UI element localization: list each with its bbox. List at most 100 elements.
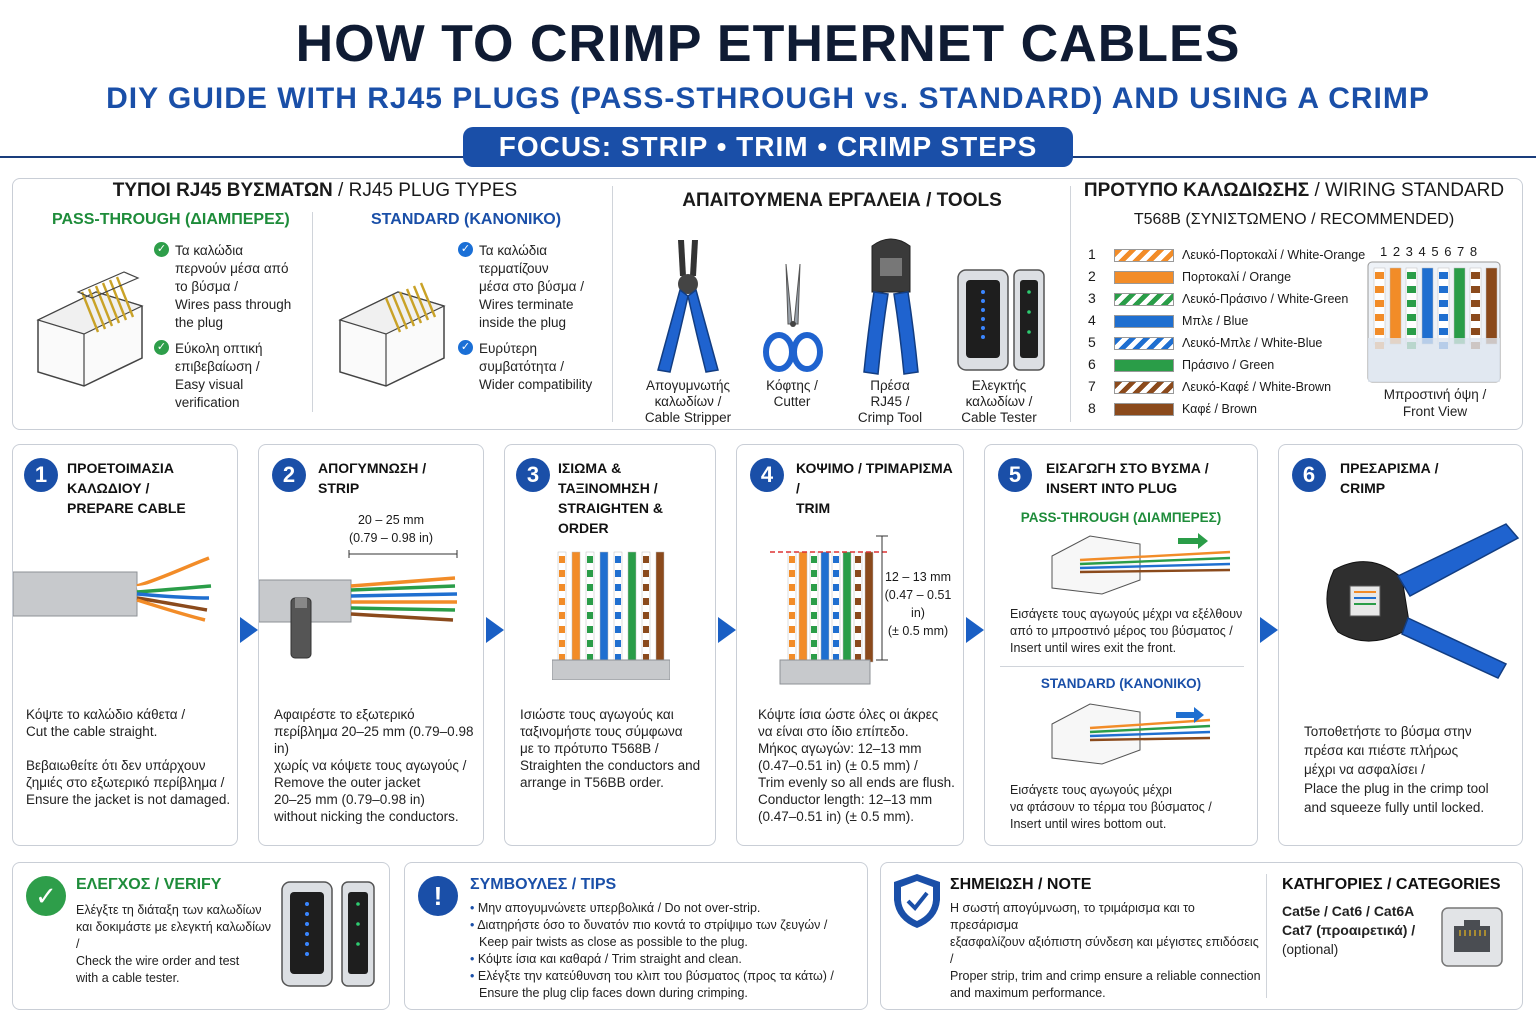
ordered-wire-stripe xyxy=(587,626,593,633)
trim-wire xyxy=(820,551,830,663)
trim-wire-stripe xyxy=(811,556,817,563)
trim-wire-stripe xyxy=(833,612,839,619)
front-view-wire-stripe xyxy=(1407,272,1416,279)
wire-pin-number: 1 xyxy=(1088,246,1096,262)
verify-title: ΕΛΕΓΧΟΣ / VERIFY xyxy=(76,876,222,893)
step-title: ΠΡΕΣΑΡΙΣΜΑ /CRIMP xyxy=(1340,460,1439,496)
trim-wire-stripe xyxy=(855,598,861,605)
ordered-wire-stripe xyxy=(615,584,621,591)
shield-icon xyxy=(894,874,940,928)
front-view-wire-stripe xyxy=(1439,328,1448,335)
standard-points: ✓Τα καλώδια τερματίζουν μέσα στο βύσμα /… xyxy=(458,242,608,394)
pass-through-label: PASS-THROUGH (ΔΙΑΜΠΕΡΕΣ) xyxy=(1020,510,1222,525)
trim-wire-stripe xyxy=(789,626,795,633)
front-view-wire xyxy=(1485,267,1498,345)
cutter-icon xyxy=(763,263,823,372)
trim-wire-stripe xyxy=(833,584,839,591)
trim-wire-stripe xyxy=(811,654,817,661)
wire-color-swatch xyxy=(1114,293,1174,307)
ordered-wire xyxy=(599,551,609,663)
trim-wire-stripe xyxy=(833,654,839,661)
ordered-wire-stripe xyxy=(643,640,649,647)
trim-wire-stripe xyxy=(811,570,817,577)
front-view-wire-stripe xyxy=(1375,328,1384,335)
standard-label: STANDARD (ΚΑΝΟΝΙΚΟ) xyxy=(1040,676,1202,691)
trim-wire xyxy=(798,551,808,663)
trim-wire-stripe xyxy=(855,570,861,577)
ordered-wire xyxy=(627,551,637,663)
categories-title: ΚΑΤΗΓΟΡΙΕΣ / CATEGORIES xyxy=(1282,876,1501,893)
trim-wire-stripe xyxy=(811,612,817,619)
tips-list: • Μην απογυμνώνετε υπερβολικά / Do not o… xyxy=(470,901,834,1000)
trim-wire-stripe xyxy=(833,556,839,563)
trim-wire-stripe xyxy=(811,626,817,633)
tools-title: ΑΠΑΙΤΟΥΜΕΝΑ ΕΡΓΑΛΕΙΑ / TOOLS xyxy=(682,190,1002,211)
ordered-wire-stripe xyxy=(615,654,621,661)
ordered-wire-stripe xyxy=(643,598,649,605)
trim-wire-stripe xyxy=(789,570,795,577)
ordered-wire-stripe xyxy=(643,654,649,661)
front-view-wire xyxy=(1421,267,1434,345)
ordered-wire-stripe xyxy=(559,612,565,619)
note-panel xyxy=(880,862,1523,1010)
tips-title: ΣΥΜΒΟΥΛΕΣ / TIPS xyxy=(470,876,617,893)
page-title: HOW TO CRIMP ETHERNET CABLES xyxy=(295,15,1241,73)
step-1-text: Κόψτε το καλώδιο κάθετα /Cut the cable s… xyxy=(26,707,231,807)
wire-color-label: Καφέ / Brown xyxy=(1182,402,1257,416)
step-title: ΑΠΟΓΥΜΝΩΣΗ /STRIP xyxy=(318,460,427,496)
ordered-wire-stripe xyxy=(559,598,565,605)
categories-text: Cat5e / Cat6 / Cat6A Cat7 (προαιρετικά) … xyxy=(1282,903,1416,957)
ordered-wire-stripe xyxy=(559,570,565,577)
front-view-wire-stripe xyxy=(1407,286,1416,293)
note-text: Η σωστή απογύμνωση, το τριμάρισμα και το… xyxy=(950,901,1261,1000)
ordered-wire-stripe xyxy=(643,626,649,633)
focus-banner: FOCUS: STRIP • TRIM • CRIMP STEPS xyxy=(463,127,1073,167)
wire-color-label: Λευκό-Καφέ / White-Brown xyxy=(1182,380,1332,394)
trim-wire-stripe xyxy=(855,556,861,563)
front-view-wire-stripe xyxy=(1471,300,1480,307)
standard-label: STANDARD (ΚΑΝΟΝΙΚΟ) xyxy=(371,211,562,228)
ordered-wire-stripe xyxy=(615,612,621,619)
trim-wire-stripe xyxy=(789,584,795,591)
trim-wire-stripe xyxy=(789,654,795,661)
front-view-wire-stripe xyxy=(1471,272,1480,279)
trim-wire-stripe xyxy=(811,598,817,605)
trim-wire-stripe xyxy=(833,570,839,577)
trim-wire-stripe xyxy=(833,626,839,633)
front-view-wire-stripe xyxy=(1375,314,1384,321)
ordered-wire-stripe xyxy=(559,640,565,647)
wire-color-swatch xyxy=(1114,403,1174,417)
wire-pin-number: 7 xyxy=(1088,378,1096,394)
step-title: ΙΣΙΩΜΑ & ΤΑΞΙΝΟΜΗΣΗ /STRAIGHTEN & ORDER xyxy=(558,460,663,536)
ordered-wire-stripe xyxy=(615,626,621,633)
front-view-wire-stripe xyxy=(1439,272,1448,279)
check-icon: ✓ xyxy=(458,242,473,257)
front-view-wire-stripe xyxy=(1439,314,1448,321)
wire-color-swatch xyxy=(1114,315,1174,329)
front-view-wire-stripe xyxy=(1375,272,1384,279)
ordered-wire-stripe xyxy=(587,556,593,563)
front-view-wire-stripe xyxy=(1471,328,1480,335)
strip-dimension: 20 – 25 mm(0.79 – 0.98 in) xyxy=(348,513,434,545)
page-subtitle: DIY GUIDE WITH RJ45 PLUGS (PASS-STHROUGH… xyxy=(106,82,1430,115)
front-view-plug xyxy=(1367,261,1501,383)
front-view-wire xyxy=(1389,267,1402,345)
trim-wire-stripe xyxy=(789,612,795,619)
trim-dimension: 12 – 13 mm(0.47 – 0.51 in)(± 0.5 mm) xyxy=(884,570,952,638)
plug-types-title: ΤΥΠΟΙ RJ45 ΒΥΣΜΑΤΩΝ / RJ45 PLUG TYPES xyxy=(112,180,518,201)
step-6-panel xyxy=(1278,444,1523,846)
step-title: ΕΙΣΑΓΩΓΗ ΣΤΟ ΒΥΣΜΑ /INSERT INTO PLUG xyxy=(1046,460,1209,496)
front-view-wire-stripe xyxy=(1471,286,1480,293)
trim-wire-stripe xyxy=(855,640,861,647)
wire-color-label: Λευκό-Πράσινο / White-Green xyxy=(1182,292,1349,306)
